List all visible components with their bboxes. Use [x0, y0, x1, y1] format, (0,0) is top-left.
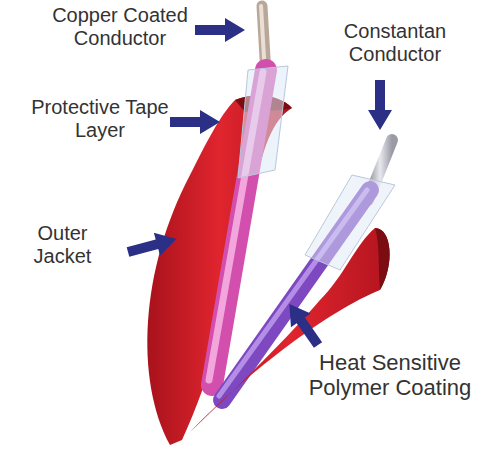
outer-jacket	[190, 228, 390, 432]
callout-arrow	[279, 297, 327, 352]
jacket-inner	[375, 228, 390, 290]
callout-label: Protective Tape Layer	[30, 96, 170, 142]
callout-label: Copper Coated Conductor	[45, 4, 195, 50]
tape-layer	[238, 66, 288, 178]
callout-arrow	[368, 80, 392, 130]
callout-arrow	[195, 18, 245, 42]
callout-arrow	[170, 110, 220, 134]
callout-label: Heat Sensitive Polymer Coating	[285, 350, 495, 401]
callout-label: Outer Jacket	[15, 222, 110, 268]
callout-arrow	[125, 227, 180, 263]
callout-label: Constantan Conductor	[315, 20, 475, 66]
callout-arrows	[125, 18, 392, 352]
